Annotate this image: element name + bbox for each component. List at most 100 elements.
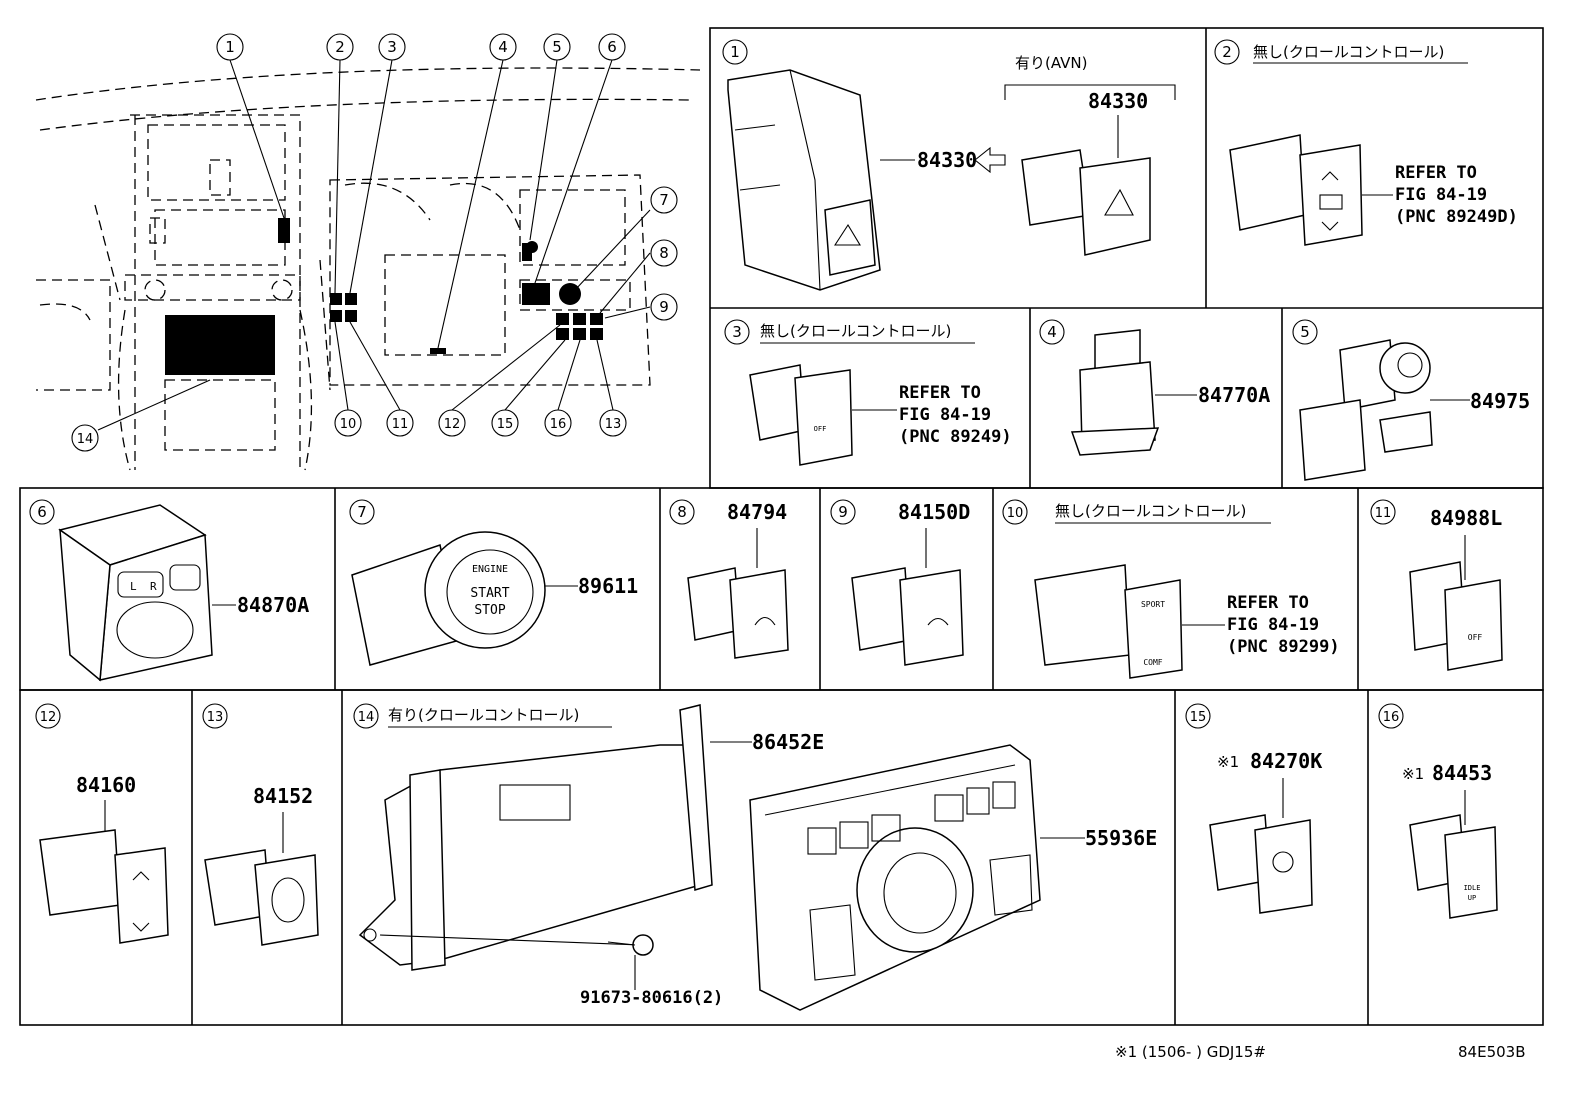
callout-14: 14 bbox=[71, 424, 99, 452]
svg-text:IDLE: IDLE bbox=[1464, 884, 1481, 892]
callout-4: 4 bbox=[489, 33, 517, 61]
callout-11: 11 bbox=[386, 409, 414, 437]
svg-text:1: 1 bbox=[730, 43, 740, 61]
start-stop-switch: ENGINE START STOP bbox=[351, 531, 546, 666]
svg-text:(PNC 89299): (PNC 89299) bbox=[1227, 637, 1340, 657]
figure-code: 84E503B bbox=[1458, 1043, 1526, 1061]
svg-text:16: 16 bbox=[1383, 710, 1400, 725]
svg-text:REFER TO: REFER TO bbox=[899, 383, 981, 403]
panel-2: 2 無し(クロールコントロール) REFER TO FIG 84-19 (PNC… bbox=[1214, 39, 1518, 246]
callout-16: 16 bbox=[544, 409, 572, 437]
svg-text:84870A: 84870A bbox=[237, 593, 309, 617]
svg-text:91673-80616(2): 91673-80616(2) bbox=[580, 988, 723, 1008]
callout-9: 9 bbox=[650, 293, 678, 321]
svg-text:14: 14 bbox=[77, 432, 94, 447]
footer-note: ※1 (1506- ) GDJ15# bbox=[1115, 1043, 1266, 1061]
svg-text:84150D: 84150D bbox=[898, 500, 970, 524]
panel-8: 8 84794 bbox=[669, 499, 789, 659]
svg-text:1: 1 bbox=[225, 38, 235, 56]
svg-text:86452E: 86452E bbox=[752, 730, 824, 754]
svg-text:(PNC 89249): (PNC 89249) bbox=[899, 427, 1012, 447]
crawl-switch-2 bbox=[1229, 134, 1363, 246]
callout-13: 13 bbox=[599, 409, 627, 437]
svg-text:3: 3 bbox=[732, 323, 742, 341]
svg-text:84270K: 84270K bbox=[1250, 749, 1322, 773]
panel-12: 12 84160 bbox=[35, 703, 169, 944]
svg-text:R: R bbox=[150, 580, 157, 593]
svg-text:4: 4 bbox=[1047, 323, 1057, 341]
svg-text:無し(クロールコントロール): 無し(クロールコントロール) bbox=[1055, 502, 1246, 520]
callout-12: 12 bbox=[438, 409, 466, 437]
bolt bbox=[379, 934, 654, 956]
svg-text:7: 7 bbox=[357, 503, 367, 521]
svg-text:FIG 84-19: FIG 84-19 bbox=[1395, 185, 1487, 205]
svg-text:84152: 84152 bbox=[253, 784, 313, 808]
callout-6: 6 bbox=[598, 33, 626, 61]
crawl-switch-3: OFF bbox=[749, 364, 853, 466]
panel-3: 3 無し(クロールコントロール) OFF REFER TO FIG 84-19 … bbox=[724, 319, 1012, 466]
svg-text:6: 6 bbox=[607, 38, 617, 56]
callout-5: 5 bbox=[543, 33, 571, 61]
svg-text:13: 13 bbox=[207, 710, 224, 725]
svg-text:15: 15 bbox=[1190, 710, 1207, 725]
panel-9: 9 84150D bbox=[830, 499, 970, 666]
svg-text:84794: 84794 bbox=[727, 500, 787, 524]
panel-14: 14 有り(クロールコントロール) 86452E 55936E bbox=[353, 703, 1157, 1011]
svg-text:9: 9 bbox=[838, 503, 848, 521]
svg-text:STOP: STOP bbox=[474, 603, 505, 618]
svg-text:無し(クロールコントロール): 無し(クロールコントロール) bbox=[760, 322, 951, 340]
svg-text:REFER TO: REFER TO bbox=[1395, 163, 1477, 183]
svg-text:89611: 89611 bbox=[578, 574, 638, 598]
svg-text:84770A: 84770A bbox=[1198, 383, 1270, 407]
panel-1: 1 有り(AVN) 84330 84330 bbox=[722, 39, 1176, 291]
panel-15: 15 ※1 84270K bbox=[1185, 703, 1322, 914]
switch-84160 bbox=[39, 829, 169, 944]
dashboard-overview: 1 2 3 4 5 6 7 8 9 10 11 12 15 16 13 14 bbox=[35, 33, 701, 471]
svg-text:55936E: 55936E bbox=[1085, 826, 1157, 850]
svg-text:12: 12 bbox=[444, 417, 461, 432]
svg-text:84330: 84330 bbox=[917, 148, 977, 172]
panel-11: 11 84988L OFF bbox=[1370, 499, 1503, 671]
svg-text:15: 15 bbox=[497, 417, 514, 432]
svg-text:有り(AVN): 有り(AVN) bbox=[1015, 54, 1088, 72]
callout-2: 2 bbox=[326, 33, 354, 61]
svg-text:START: START bbox=[470, 586, 509, 601]
svg-text:FIG 84-19: FIG 84-19 bbox=[899, 405, 991, 425]
connector-84770A bbox=[1070, 329, 1160, 456]
svg-text:14: 14 bbox=[358, 710, 375, 725]
sport-comf-switch: SPORT COMF bbox=[1034, 564, 1183, 679]
panel-16: 16 ※1 84453 IDLE UP bbox=[1378, 703, 1498, 919]
switch-84150D bbox=[851, 567, 964, 666]
svg-text:OFF: OFF bbox=[1468, 633, 1483, 642]
svg-text:9: 9 bbox=[659, 298, 669, 316]
svg-text:2: 2 bbox=[1222, 43, 1232, 61]
svg-text:84988L: 84988L bbox=[1430, 506, 1502, 530]
svg-text:L: L bbox=[130, 580, 137, 593]
svg-text:UP: UP bbox=[1468, 894, 1476, 902]
svg-text:11: 11 bbox=[392, 417, 409, 432]
svg-text:2: 2 bbox=[335, 38, 345, 56]
switch-84975 bbox=[1299, 339, 1433, 481]
panel-5: 5 84975 bbox=[1292, 319, 1530, 481]
svg-text:FIG 84-19: FIG 84-19 bbox=[1227, 615, 1319, 635]
svg-text:8: 8 bbox=[677, 503, 687, 521]
svg-text:84330: 84330 bbox=[1088, 89, 1148, 113]
svg-text:10: 10 bbox=[340, 417, 357, 432]
svg-text:(PNC 89249D): (PNC 89249D) bbox=[1395, 207, 1518, 227]
svg-text:OFF: OFF bbox=[814, 425, 827, 433]
panel-7: 7 ENGINE START STOP 89611 bbox=[349, 499, 638, 666]
svg-text:※1: ※1 bbox=[1402, 765, 1424, 783]
svg-text:12: 12 bbox=[40, 710, 57, 725]
panel-4: 4 84770A bbox=[1039, 319, 1270, 456]
svg-text:84453: 84453 bbox=[1432, 761, 1492, 785]
svg-text:COMF: COMF bbox=[1143, 658, 1162, 667]
svg-text:5: 5 bbox=[552, 38, 562, 56]
panel-grid bbox=[19, 27, 1544, 1026]
footer: ※1 (1506- ) GDJ15# 84E503B bbox=[1115, 1043, 1526, 1061]
hazard-switch-assembly bbox=[727, 69, 881, 291]
svg-text:※1: ※1 bbox=[1217, 753, 1239, 771]
callout-8: 8 bbox=[650, 239, 678, 267]
callout-1: 1 bbox=[216, 33, 244, 61]
